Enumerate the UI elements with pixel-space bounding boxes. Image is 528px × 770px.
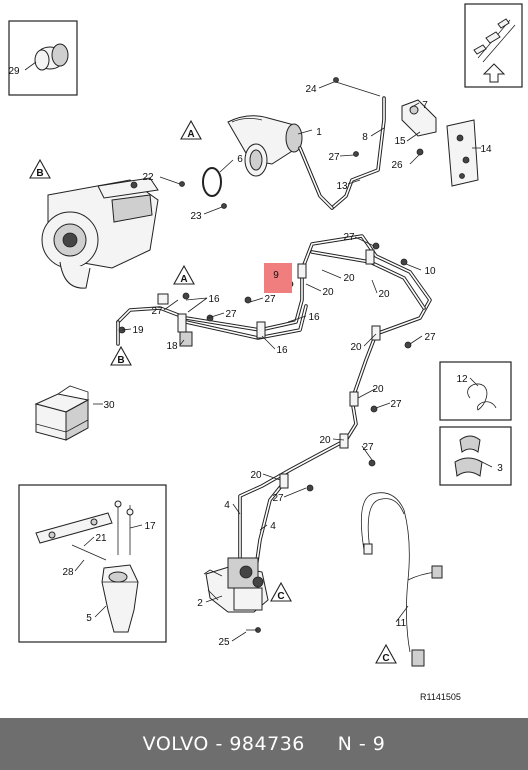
callout-c1[interactable]: 1 [316, 127, 322, 138]
clip-12-drawing [467, 383, 497, 411]
callout-c13[interactable]: 13 [336, 181, 348, 192]
callout-c27e[interactable]: 27 [225, 309, 237, 320]
footer-gap [305, 733, 338, 755]
marker-letter: C [277, 591, 284, 602]
callout-c27g[interactable]: 27 [390, 399, 402, 410]
callout-c27c[interactable]: 27 [424, 332, 436, 343]
marker-letter: A [187, 129, 194, 140]
callout-c3[interactable]: 3 [497, 463, 503, 474]
marker-triangle [110, 345, 132, 366]
footer-separator: - [208, 733, 230, 755]
bracket-assembly-drawing [35, 500, 139, 633]
callout-c30[interactable]: 30 [103, 400, 115, 411]
callout-c20a[interactable]: 20 [343, 273, 355, 284]
highlighted-part-box [264, 263, 292, 293]
turbocharger-drawing [41, 177, 159, 289]
callout-c8[interactable]: 8 [362, 132, 368, 143]
callout-c2[interactable]: 2 [197, 598, 203, 609]
callout-c20g[interactable]: 20 [250, 470, 262, 481]
callout-c4a[interactable]: 4 [224, 500, 230, 511]
callout-c21[interactable]: 21 [95, 533, 107, 544]
callout-c6[interactable]: 6 [237, 154, 243, 165]
callout-c20b[interactable]: 20 [322, 287, 334, 298]
callout-c27f[interactable]: 27 [151, 306, 163, 317]
callout-c5[interactable]: 5 [86, 613, 92, 624]
callout-c22[interactable]: 22 [142, 172, 154, 183]
package-30-drawing [34, 385, 90, 441]
callout-c20d[interactable]: 20 [350, 342, 362, 353]
leader-lines [24, 61, 493, 642]
callout-c16a[interactable]: 16 [208, 294, 220, 305]
callout-c27i[interactable]: 27 [272, 493, 284, 504]
callout-c16b[interactable]: 16 [308, 312, 320, 323]
valve-2-drawing [203, 557, 269, 633]
inset-box-bracket [18, 484, 167, 643]
callout-c7[interactable]: 7 [422, 100, 428, 111]
callout-c4b[interactable]: 4 [270, 521, 276, 532]
callout-c9[interactable]: 9 [273, 270, 279, 281]
callout-c11[interactable]: 11 [396, 618, 407, 629]
callout-c17[interactable]: 17 [144, 521, 156, 532]
reference-markers: A A B B C C [29, 119, 397, 664]
marker-letter: B [117, 355, 124, 366]
callout-c27a[interactable]: 27 [328, 152, 340, 163]
sensor-bracket-drawing [333, 77, 479, 187]
callout-c16c[interactable]: 16 [276, 345, 288, 356]
callout-c25[interactable]: 25 [218, 637, 230, 648]
orientation-icon [473, 18, 516, 83]
callout-c10[interactable]: 10 [424, 266, 436, 277]
callout-c20c[interactable]: 20 [378, 289, 390, 300]
marker-triangle [375, 643, 397, 664]
inset-box-3 [439, 426, 512, 486]
marker-mC1: C [270, 581, 292, 602]
marker-mA2: A [173, 264, 195, 285]
callout-c24[interactable]: 24 [305, 84, 317, 95]
marker-letter: C [382, 653, 389, 664]
callout-c15[interactable]: 15 [394, 136, 406, 147]
marker-mC2: C [375, 643, 397, 664]
footer-part-number: 984736 [229, 733, 305, 755]
callout-c20f[interactable]: 20 [319, 435, 331, 446]
marker-letter: B [36, 168, 43, 179]
marker-triangle [180, 119, 202, 140]
marker-triangle [29, 158, 51, 179]
callout-c23[interactable]: 23 [190, 211, 202, 222]
marker-letter: A [180, 274, 187, 285]
marker-mA1: A [180, 119, 202, 140]
marker-mB2: B [110, 345, 132, 366]
fuel-line-tubes [116, 96, 432, 570]
marker-triangle [173, 264, 195, 285]
callout-c20e[interactable]: 20 [372, 384, 384, 395]
callout-c27b[interactable]: 27 [343, 232, 355, 243]
clamp-3-drawing [454, 435, 483, 477]
callout-c27h[interactable]: 27 [362, 442, 374, 453]
orientation-box [464, 3, 523, 88]
callout-c14[interactable]: 14 [480, 144, 492, 155]
marker-triangle [270, 581, 292, 602]
callout-c12[interactable]: 12 [456, 374, 468, 385]
inset-box-12 [439, 361, 512, 421]
wiring-harness-11-drawing [360, 492, 443, 667]
footer-position: N - 9 [337, 733, 386, 755]
exhaust-pipe-1-drawing [179, 115, 303, 209]
callout-c29[interactable]: 29 [8, 66, 20, 77]
hose-clamp-29-drawing [34, 43, 69, 71]
callout-c19[interactable]: 19 [132, 325, 144, 336]
callout-c27d[interactable]: 27 [264, 294, 276, 305]
marker-mB1: B [29, 158, 51, 179]
callout-c28[interactable]: 28 [62, 567, 74, 578]
footer-brand: VOLVO [142, 733, 209, 755]
reference-code: R1141505 [420, 692, 461, 702]
footer-bar: VOLVO - 984736 N - 9 [0, 718, 528, 770]
callout-c26[interactable]: 26 [391, 160, 403, 171]
callout-c18[interactable]: 18 [166, 341, 178, 352]
